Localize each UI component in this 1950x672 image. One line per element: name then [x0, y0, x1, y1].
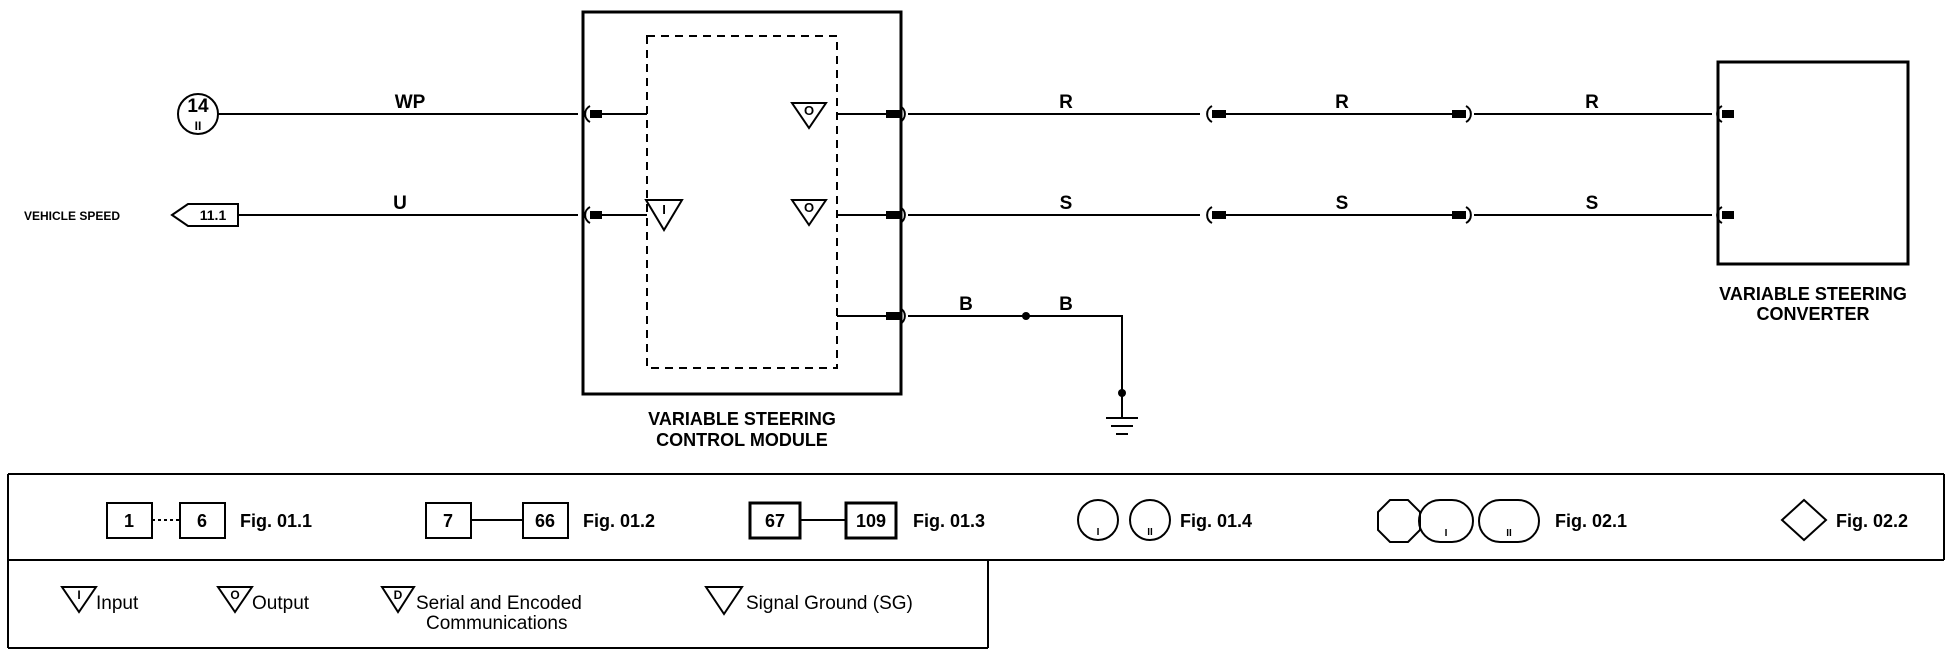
- svg-text:Fig. 01.3: Fig. 01.3: [913, 511, 985, 531]
- svg-text:II: II: [1506, 528, 1512, 539]
- legend-serial: D Serial and Encoded Communications: [380, 586, 582, 634]
- svg-text:I: I: [1445, 528, 1448, 539]
- svg-text:Fig. 01.2: Fig. 01.2: [583, 511, 655, 531]
- legend-fig-01-4: I II Fig. 01.4: [1077, 499, 1252, 541]
- svg-text:1: 1: [124, 511, 134, 531]
- svg-text:D: D: [394, 588, 403, 602]
- wire-label-b: B: [959, 294, 973, 315]
- wire-label-wp: WP: [395, 92, 426, 113]
- control-module-inner-box: [646, 35, 838, 369]
- svg-text:6: 6: [197, 511, 207, 531]
- circle-connector-14: 14 II: [177, 93, 219, 135]
- output-symbol-icon: O: [790, 199, 828, 227]
- legend: 1 6 Fig. 01.1 7 66 Fig. 01.2 67 109 Fig.…: [7, 473, 1945, 649]
- svg-text:67: 67: [765, 511, 785, 531]
- converter-box: [1716, 60, 1910, 266]
- wire-label-r: R: [1585, 92, 1599, 113]
- svg-text:II: II: [1147, 527, 1153, 538]
- svg-text:109: 109: [856, 511, 886, 531]
- wire-label-s: S: [1336, 193, 1349, 214]
- svg-text:66: 66: [535, 511, 555, 531]
- svg-text:Fig. 02.2: Fig. 02.2: [1836, 511, 1908, 531]
- legend-output: O Output: [216, 586, 310, 614]
- converter-label-line1: VARIABLE STEERING: [1719, 284, 1907, 304]
- output-symbol-icon: O: [790, 102, 828, 130]
- svg-text:II: II: [195, 119, 202, 133]
- ground-icon: [1106, 393, 1138, 435]
- svg-text:I: I: [662, 202, 666, 217]
- legend-fig-01-2: 7 66 Fig. 01.2: [425, 502, 655, 539]
- svg-text:Fig. 01.1: Fig. 01.1: [240, 511, 312, 531]
- input-symbol-icon: I: [644, 199, 684, 232]
- arrow-connector-11-1: 11.1: [170, 203, 239, 227]
- legend-fig-02-2: Fig. 02.2: [1780, 498, 1908, 542]
- svg-text:Serial and Encoded: Serial and Encoded: [416, 593, 582, 614]
- control-module-box: [581, 10, 903, 396]
- svg-text:O: O: [804, 200, 814, 215]
- vehicle-speed-label: VEHICLE SPEED: [24, 209, 120, 223]
- svg-text:Signal Ground (SG): Signal Ground (SG): [746, 593, 913, 614]
- wire-label-u: U: [393, 193, 407, 214]
- svg-text:11.1: 11.1: [200, 207, 227, 223]
- legend-input: I Input: [60, 586, 139, 614]
- legend-signal-ground: Signal Ground (SG): [704, 586, 913, 616]
- control-module-label-line2: CONTROL MODULE: [656, 430, 828, 450]
- wire-label-s: S: [1586, 193, 1599, 214]
- wire-label-r: R: [1059, 92, 1073, 113]
- converter-label-line2: CONVERTER: [1756, 304, 1869, 324]
- svg-text:O: O: [230, 588, 239, 602]
- svg-text:Output: Output: [252, 593, 310, 614]
- svg-text:Fig. 02.1: Fig. 02.1: [1555, 511, 1627, 531]
- svg-text:O: O: [804, 103, 814, 118]
- wire-label-r: R: [1335, 92, 1349, 113]
- svg-text:I: I: [1097, 527, 1100, 538]
- legend-fig-02-1: I II Fig. 02.1: [1377, 499, 1627, 543]
- control-module-label-line1: VARIABLE STEERING: [648, 409, 836, 429]
- svg-text:14: 14: [187, 96, 209, 117]
- wire-label-s: S: [1060, 193, 1073, 214]
- svg-text:7: 7: [443, 511, 453, 531]
- svg-text:Fig. 01.4: Fig. 01.4: [1180, 511, 1252, 531]
- wire-label-b: B: [1059, 294, 1073, 315]
- svg-text:I: I: [77, 588, 80, 602]
- svg-text:Input: Input: [96, 593, 139, 614]
- legend-fig-01-3: 67 109 Fig. 01.3: [748, 501, 985, 540]
- svg-text:Communications: Communications: [426, 613, 568, 634]
- legend-fig-01-1: 1 6 Fig. 01.1: [106, 502, 312, 539]
